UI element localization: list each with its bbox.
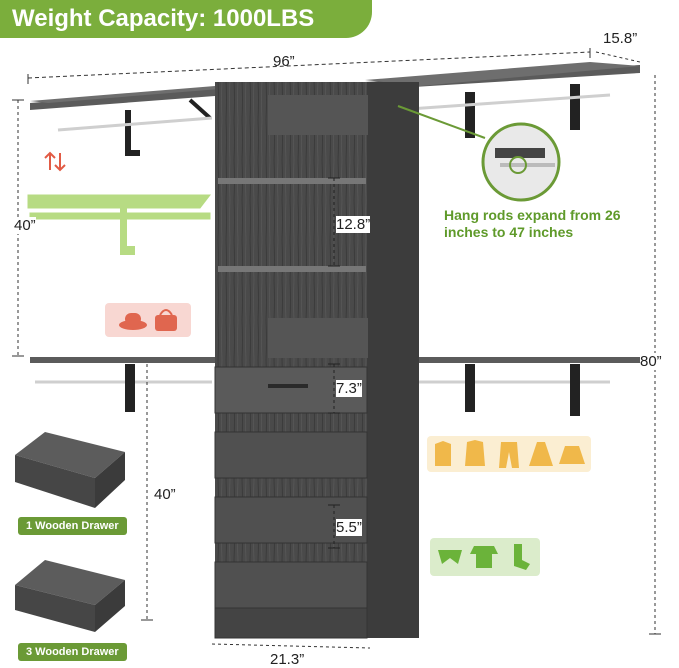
expand-arrows [44,151,66,172]
accessories-icon-box [105,303,191,337]
underwear-icon [438,550,462,564]
triple-drawer-image [15,560,125,632]
shirt-icon [435,441,451,466]
clothing-icon-box [427,436,591,472]
lower-height-label: 40” [154,486,176,503]
hang-rod-callout: Hang rods expand from 26 inches to 47 in… [444,207,621,240]
shelf-spacing-label: 12.8” [336,216,371,233]
onesie-icon [470,546,498,568]
skirt-icon [559,446,585,464]
drawer-height-label: 7.3” [336,380,362,397]
handbag-icon [155,309,177,331]
dress-icon [529,442,553,466]
single-drawer-image [15,432,125,508]
capacity-banner: Weight Capacity: 1000LBS [0,0,372,38]
single-drawer-label: 1 Wooden Drawer [18,517,127,535]
upper-shelves [30,62,640,156]
width-dimension-line [27,48,641,84]
small-items-icon-box [430,538,540,576]
rod-zoom-circle [397,105,561,202]
sock-icon [514,544,530,570]
lower-shelves [30,357,640,416]
jacket-icon [465,440,485,466]
expand-rod-illustration [27,194,212,255]
banner-title: Weight Capacity: 1000LBS [12,5,315,32]
pants-icon [499,442,519,468]
total-height-label: 80” [640,353,662,370]
triple-drawer-label: 3 Wooden Drawer [18,643,127,661]
upper-height-label: 40” [14,217,36,234]
tower-width-label: 21.3” [270,651,305,668]
hat-icon [119,313,147,330]
drawer-spacing-label: 5.5” [336,519,362,536]
depth-label: 15.8” [603,30,638,47]
inner-dimension-lines [328,177,340,549]
closet-tower [214,82,419,639]
width-label: 96” [273,53,295,70]
